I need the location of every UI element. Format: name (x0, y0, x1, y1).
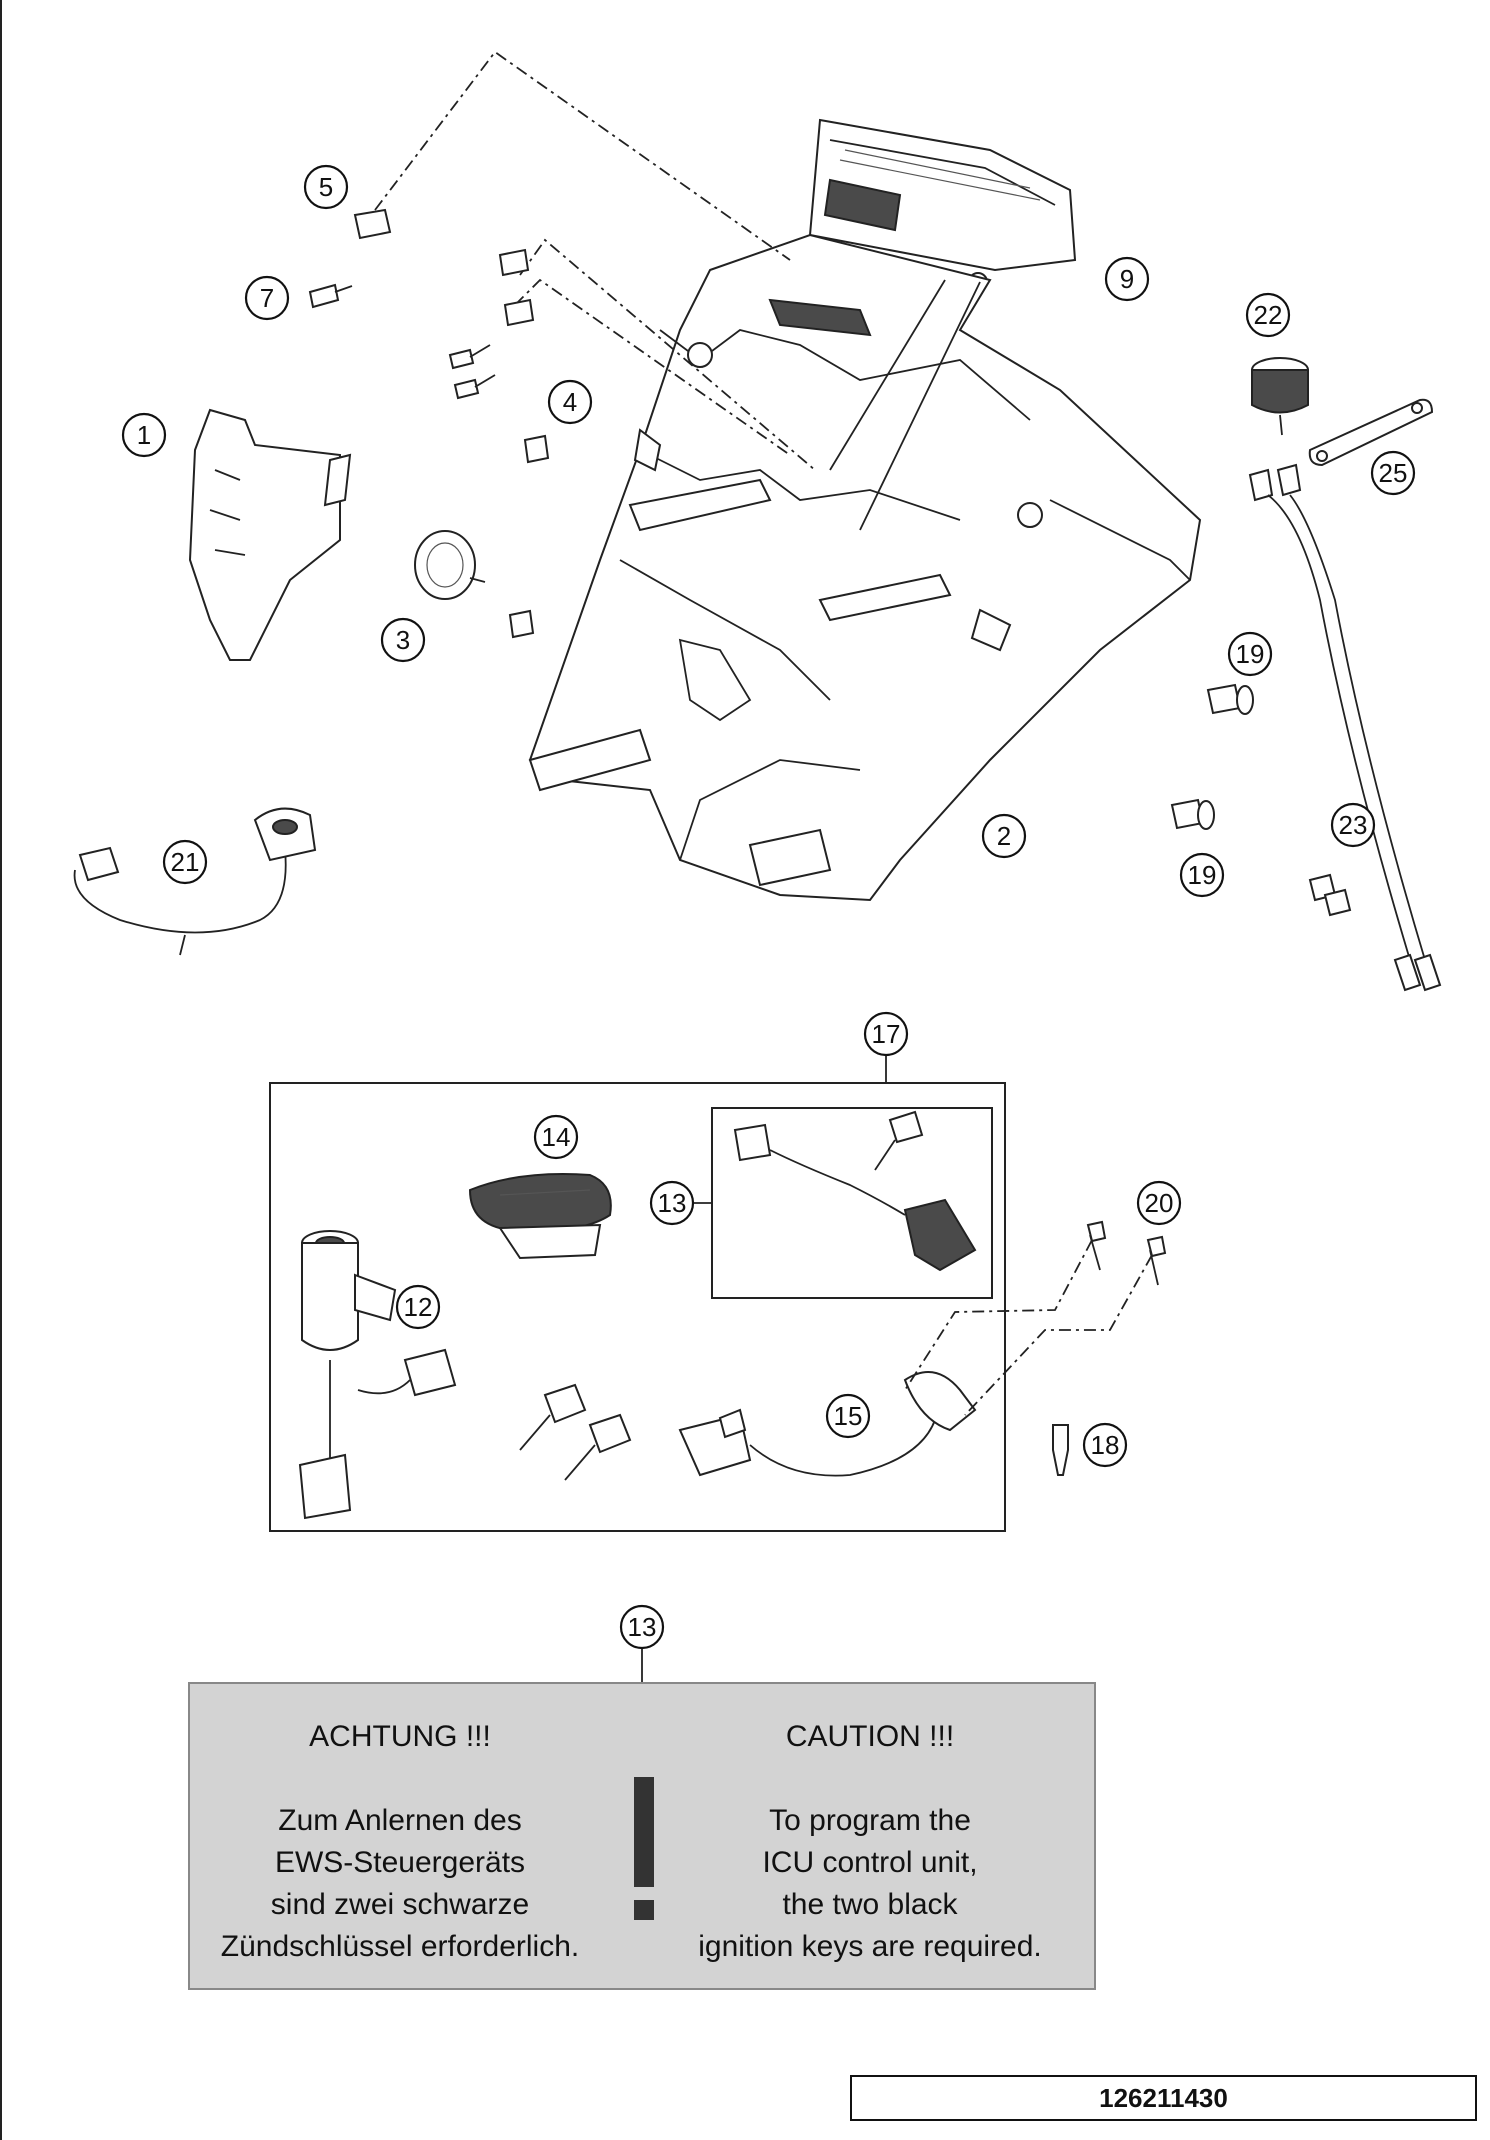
caution-german-line: Zum Anlernen des (278, 1804, 522, 1837)
screw (308, 283, 353, 309)
headlight-carrier-frame (528, 233, 1202, 902)
callout-18: 18 (1082, 1422, 1128, 1468)
callout-13-caution: 13 (619, 1604, 665, 1650)
power-socket (1251, 357, 1309, 436)
drawing-reference-number: 126211430 (850, 2075, 1477, 2121)
caution-english-line: ICU control unit, (762, 1846, 978, 1879)
svg-text:5: 5 (319, 172, 333, 202)
wiring-harness-23 (1248, 463, 1442, 992)
caution-notice: ACHTUNG !!! Zum Anlernen des EWS-Steuerg… (188, 1682, 1096, 1990)
svg-text:12: 12 (404, 1292, 433, 1322)
grommets-screws (448, 248, 535, 400)
svg-text:13: 13 (658, 1188, 687, 1218)
callout-17: 17 (863, 1011, 909, 1057)
caution-german-line: Zündschlüssel erforderlich. (220, 1930, 580, 1963)
callout-5: 5 (303, 164, 349, 210)
screw-20 (1086, 1220, 1167, 1286)
ring-antenna (678, 1371, 977, 1477)
exclamation-icon-dot (634, 1900, 654, 1920)
svg-text:2: 2 (997, 821, 1011, 851)
callout-12: 12 (395, 1284, 441, 1330)
ignition-lock-cover (468, 1173, 612, 1260)
clip-nut (508, 434, 550, 639)
ews-antenna-module (733, 1110, 977, 1272)
callout-9: 9 (1104, 256, 1150, 302)
side-cover (188, 408, 352, 661)
ignition-lock (298, 1230, 457, 1520)
caution-german-heading: ACHTUNG !!! (309, 1720, 491, 1753)
callout-25: 25 (1370, 450, 1416, 496)
pin-18 (1052, 1424, 1069, 1476)
callout-15: 15 (825, 1393, 871, 1439)
svg-text:17: 17 (872, 1019, 901, 1049)
svg-text:18: 18 (1091, 1430, 1120, 1460)
svg-text:22: 22 (1254, 300, 1283, 330)
svg-text:3: 3 (396, 625, 410, 655)
ignition-lock-kit-box (269, 1082, 1006, 1532)
svg-text:23: 23 (1339, 810, 1368, 840)
callout-14: 14 (533, 1114, 579, 1160)
exclamation-icon (634, 1777, 654, 1887)
screw-19-a (1206, 683, 1254, 715)
svg-text:19: 19 (1236, 639, 1265, 669)
mounting-bracket (1308, 398, 1434, 467)
callout-20: 20 (1136, 1180, 1182, 1226)
svg-text:14: 14 (542, 1122, 571, 1152)
rubber-grommet (353, 208, 392, 240)
svg-text:4: 4 (563, 387, 577, 417)
svg-text:1: 1 (137, 420, 151, 450)
callout-2: 2 (981, 813, 1027, 859)
svg-text:9: 9 (1120, 264, 1134, 294)
callout-19-lower: 19 (1179, 852, 1225, 898)
caution-english-heading: CAUTION !!! (785, 1720, 955, 1753)
svg-text:13: 13 (628, 1612, 657, 1642)
callout-19-upper: 19 (1227, 631, 1273, 677)
caution-english-line: ignition keys are required. (698, 1930, 1042, 1963)
svg-text:20: 20 (1145, 1188, 1174, 1218)
svg-text:7: 7 (260, 283, 274, 313)
callout-23: 23 (1330, 802, 1376, 848)
rubber-plug (414, 530, 486, 600)
svg-text:25: 25 (1379, 458, 1408, 488)
ignition-key-pair (519, 1383, 632, 1481)
svg-text:15: 15 (834, 1401, 863, 1431)
caution-english-line: the two black (782, 1888, 958, 1921)
caution-english-line: To program the (769, 1804, 971, 1837)
svg-text:19: 19 (1188, 860, 1217, 890)
callout-21: 21 (162, 839, 208, 885)
caution-german-line: sind zwei schwarze (270, 1888, 530, 1921)
wiring-harness-21 (73, 807, 317, 956)
callout-1: 1 (121, 412, 167, 458)
callout-4: 4 (547, 379, 593, 425)
callout-22: 22 (1245, 292, 1291, 338)
callout-3: 3 (380, 617, 426, 663)
screw-19-b (1170, 798, 1215, 830)
callout-13-kit: 13 (649, 1180, 695, 1226)
caution-german-line: EWS-Steuergeräts (274, 1846, 526, 1879)
svg-text:21: 21 (171, 847, 200, 877)
callout-7: 7 (244, 275, 290, 321)
